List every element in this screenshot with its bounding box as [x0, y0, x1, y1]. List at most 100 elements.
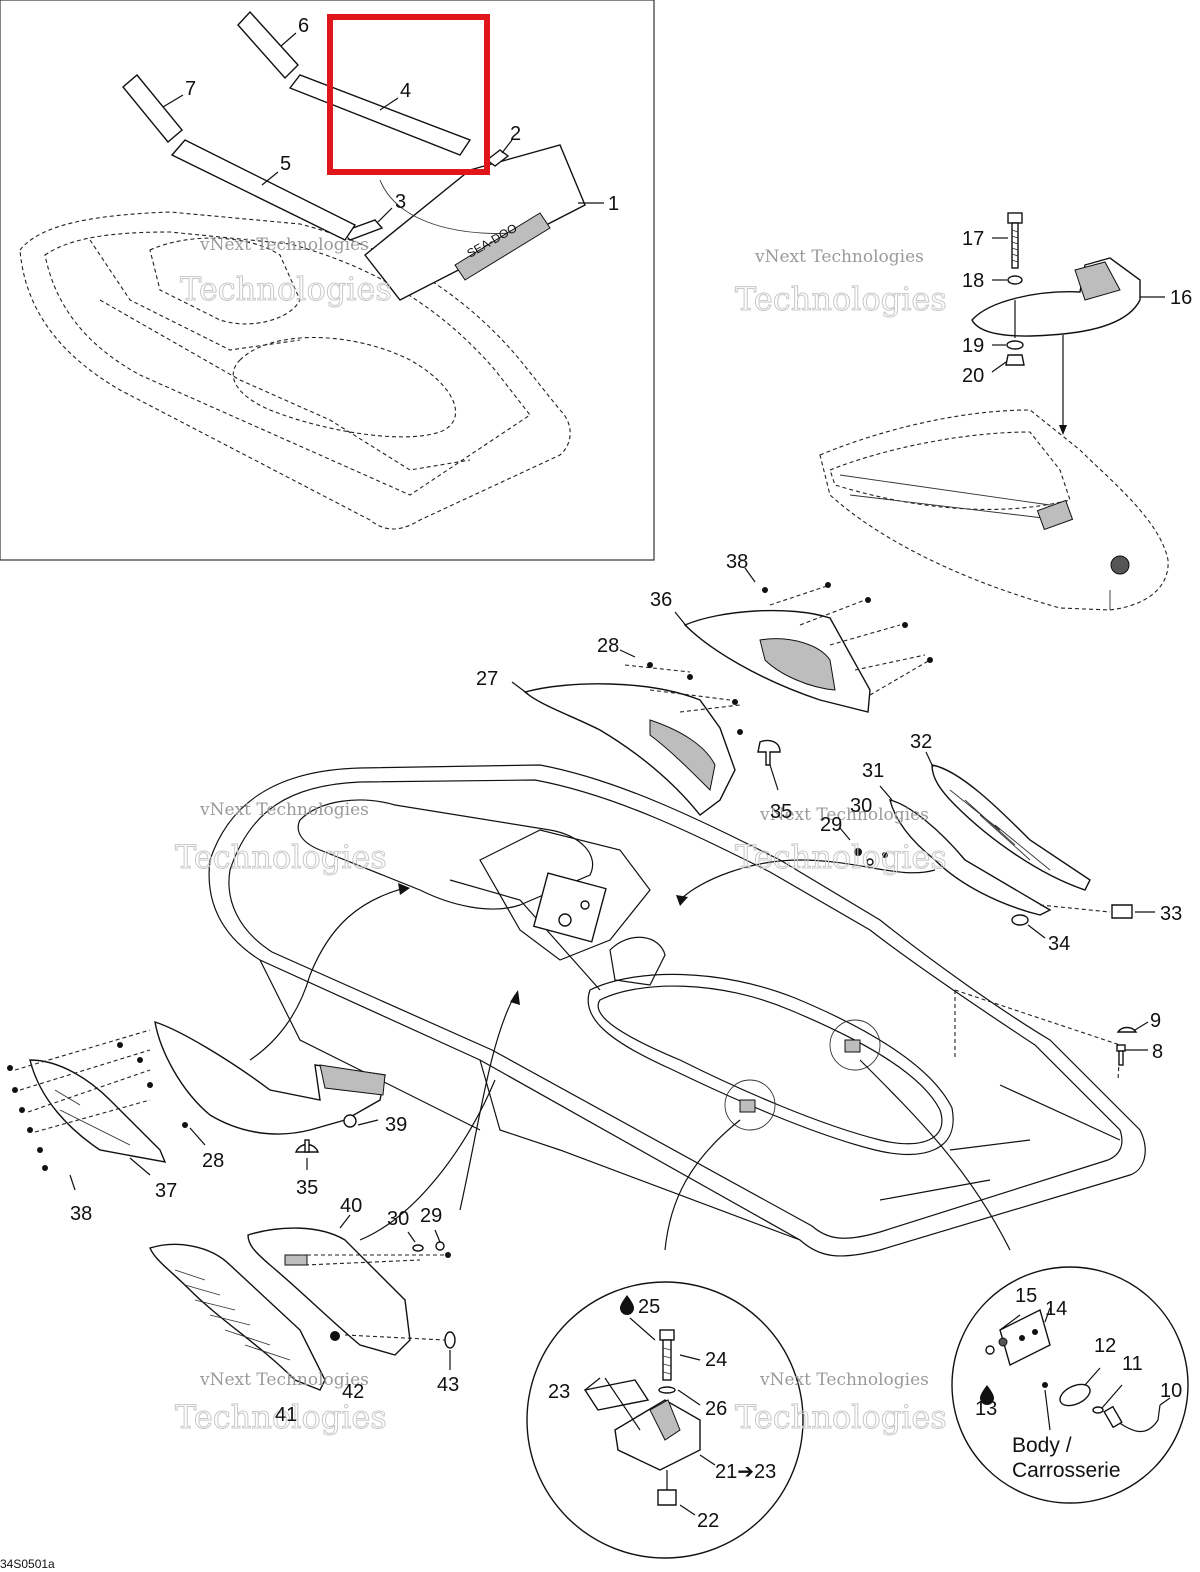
screws-38-bottom — [7, 1029, 151, 1191]
side-panel-40 — [247, 1214, 411, 1356]
decal-4 — [288, 74, 472, 156]
part-label: 35 — [770, 801, 792, 823]
decal-7 — [122, 74, 183, 143]
part-label: 10 — [1160, 1380, 1182, 1402]
part-label: 14 — [1045, 1298, 1067, 1320]
watermark-text: Technologies — [180, 270, 392, 308]
part-label: 42 — [342, 1381, 364, 1403]
watermark-text: Technologies — [175, 1398, 387, 1436]
fasteners-29-30-bottom — [300, 1229, 456, 1370]
decal-6 — [237, 10, 299, 80]
body-label-fr: Carrosserie — [1012, 1459, 1121, 1482]
side-panel-27 — [511, 664, 741, 816]
part-label: 34 — [1048, 933, 1070, 955]
part-label: 37 — [155, 1180, 177, 1202]
seat-fasteners — [991, 212, 1067, 435]
watermark-text: vNext Technologies — [199, 1370, 369, 1390]
part-label: 19 — [962, 335, 984, 357]
decal-2 — [485, 149, 510, 167]
grab-handle-16 — [971, 257, 1165, 337]
part-label: 1 — [608, 193, 619, 215]
part-label: 38 — [726, 551, 748, 573]
part-label: 33 — [1160, 903, 1182, 925]
rivets-28-top — [619, 649, 743, 735]
main-hull — [208, 764, 1146, 1257]
rear-panel-31 — [879, 785, 1052, 916]
part-label: 23 — [548, 1381, 570, 1403]
inset-hull-outline — [19, 211, 571, 530]
side-panel-41 — [149, 1243, 326, 1391]
part-label: 36 — [650, 589, 672, 611]
part-label: 9 — [1150, 1010, 1161, 1032]
part-label: 8 — [1152, 1041, 1163, 1063]
rear-panel-32 — [925, 751, 1091, 891]
watermark-text: vNext Technologies — [199, 800, 369, 820]
body-label: Body / — [1012, 1434, 1072, 1457]
part-label: 28 — [597, 635, 619, 657]
inset-leaders — [162, 32, 604, 223]
part-labels: 1 2 3 4 5 6 7 8 9 10 11 12 13 14 15 16 1… — [0, 15, 1192, 1571]
rivets-28-bottom — [117, 1042, 206, 1146]
part-label: 30 — [387, 1208, 409, 1230]
part-label: 18 — [962, 270, 984, 292]
decal-5 — [170, 139, 357, 241]
part-label: 7 — [185, 78, 196, 100]
screws-38-top — [744, 567, 933, 663]
decal-inset-frame — [0, 0, 655, 561]
part-label: 38 — [70, 1203, 92, 1225]
part-label: 41 — [275, 1404, 297, 1426]
sealant-drop-icon — [620, 1295, 634, 1315]
part-label: 17 — [962, 228, 984, 250]
part-label: 2 — [510, 123, 521, 145]
part-label: 12 — [1094, 1335, 1116, 1357]
part-label: 3 — [395, 191, 406, 213]
part-label: 32 — [910, 731, 932, 753]
part-label: 22 — [697, 1510, 719, 1532]
part-label: 25 — [638, 1296, 660, 1318]
part-label: 30 — [850, 795, 872, 817]
part-label: 21➔23 — [715, 1461, 776, 1483]
part-label: 39 — [385, 1114, 407, 1136]
screw-35-bottom — [294, 1139, 320, 1170]
decal-1: SEA-DOO — [364, 144, 586, 301]
part-label: 11 — [1122, 1353, 1143, 1375]
part-label: 5 — [280, 153, 291, 175]
watermark-text: Technologies — [735, 838, 947, 876]
watermark-text: vNext Technologies — [754, 247, 924, 267]
part-label: 20 — [962, 365, 984, 387]
fasteners-8-9 — [1116, 1021, 1149, 1066]
part-label: 40 — [340, 1195, 362, 1217]
part-label: 35 — [296, 1177, 318, 1199]
seat-assembly — [819, 409, 1169, 611]
connector-curves — [249, 859, 1011, 1251]
part-label: 27 — [476, 668, 498, 690]
fasteners-29-30-top — [839, 827, 888, 866]
part-label: 16 — [1170, 287, 1192, 309]
part-label: 43 — [437, 1374, 459, 1396]
part-label: 29 — [820, 814, 842, 836]
watermark-text: vNext Technologies — [759, 1370, 929, 1390]
side-panel-36 — [674, 584, 931, 713]
sealant-drop-icon — [980, 1385, 994, 1405]
part-label: 29 — [420, 1205, 442, 1227]
part-label: 15 — [1015, 1285, 1037, 1307]
highlight-box — [327, 14, 490, 175]
part-label: 28 — [202, 1150, 224, 1172]
part-label: 13 — [975, 1398, 997, 1420]
part-label: 31 — [862, 760, 884, 782]
fasteners-33-34 — [1011, 904, 1155, 939]
drawing-reference: 34S0501a — [0, 1557, 55, 1571]
detail-circle-right — [951, 1266, 1189, 1504]
part-label: 6 — [298, 15, 309, 37]
watermark-text: Technologies — [175, 838, 387, 876]
detail-circle-left — [526, 1281, 804, 1559]
part-label: 26 — [705, 1398, 727, 1420]
side-panel-37 — [29, 1059, 167, 1176]
watermark-text: vNext Technologies — [199, 235, 369, 255]
watermarks: vNext Technologies Technologies vNext Te… — [175, 235, 948, 1437]
watermark-text: vNext Technologies — [759, 805, 929, 825]
part-label: 4 — [400, 80, 411, 102]
part-label: 24 — [705, 1349, 727, 1371]
